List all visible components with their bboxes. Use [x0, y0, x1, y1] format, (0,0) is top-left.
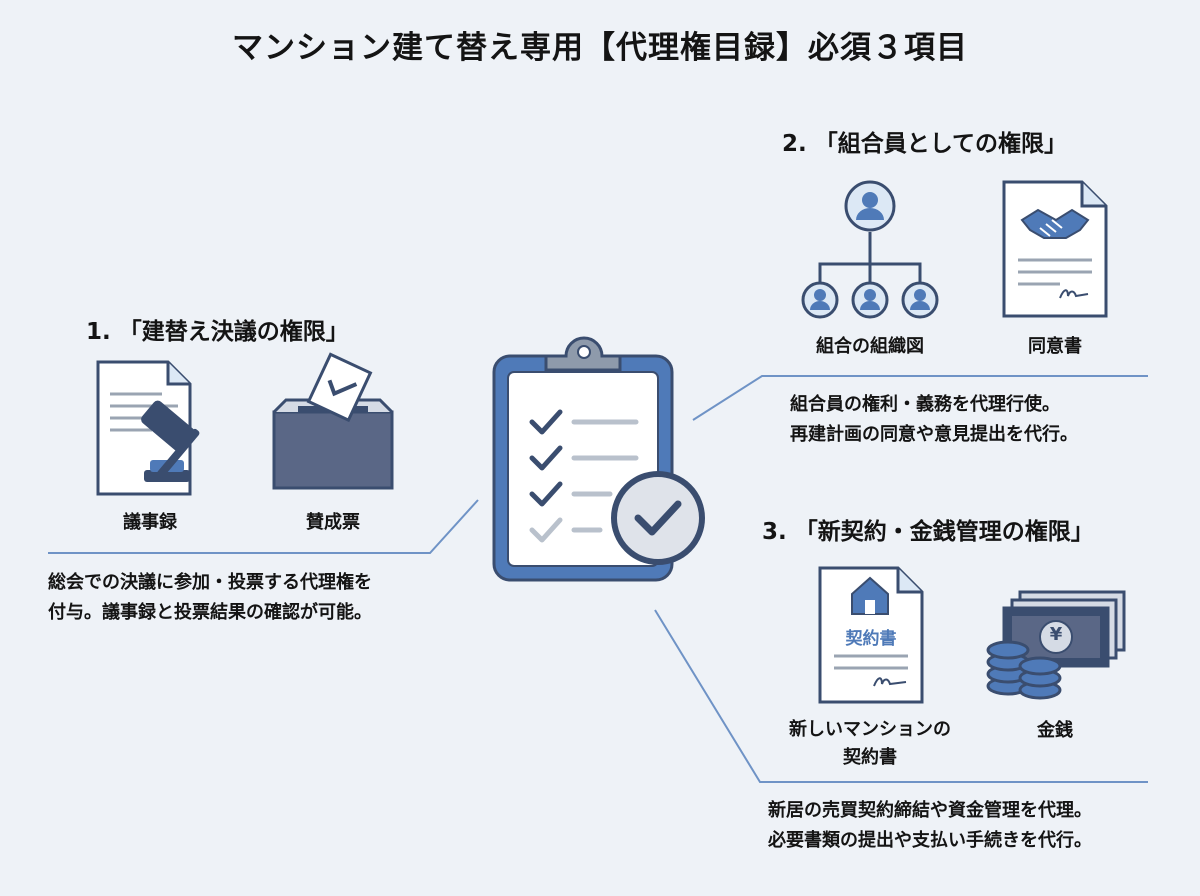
contract-label-line: 新しいマンションの	[789, 719, 951, 740]
contract-document-shape	[818, 566, 924, 704]
section-2-description: 組合員の権利・義務を代理行使。 再建計画の同意や意見提出を代行。	[790, 390, 1078, 450]
money-coins-shape	[986, 590, 1126, 700]
minutes-label: 議事録	[123, 512, 177, 533]
section-3-title: 3. 「新契約・金銭管理の権限」	[762, 519, 1094, 545]
minutes-document-gavel-icon	[96, 360, 200, 496]
ballot-box-icon	[272, 352, 394, 490]
contract-document-house-icon: 契約書	[816, 566, 926, 706]
page-title: マンション建て替え専用【代理権目録】必須３項目	[232, 30, 968, 66]
section-1-description-line: 付与。議事録と投票結果の確認が可能。	[48, 602, 372, 623]
section-1-description: 総会での決議に参加・投票する代理権を 付与。議事録と投票結果の確認が可能。	[48, 568, 372, 628]
money-label: 金銭	[1037, 720, 1073, 741]
org-chart-icon	[801, 180, 939, 319]
section-3-description-line: 必要書類の提出や支払い手続きを代行。	[768, 830, 1092, 851]
section-2-description-line: 組合員の権利・義務を代理行使。	[790, 394, 1060, 415]
ballot-label: 賛成票	[306, 512, 360, 533]
consent-label: 同意書	[1028, 336, 1082, 357]
clipboard-checklist-icon	[492, 336, 705, 582]
section-3-description: 新居の売買契約締結や資金管理を代理。 必要書類の提出や支払い手続きを代行。	[768, 796, 1092, 856]
money-coins-icon: ¥	[984, 586, 1128, 702]
section-2-title: 2. 「組合員としての権限」	[782, 131, 1068, 157]
contract-label: 新しいマンションの 契約書	[760, 716, 980, 772]
consent-document-handshake-icon	[1002, 180, 1108, 318]
section-3-description-line: 新居の売買契約締結や資金管理を代理。	[768, 800, 1092, 821]
yen-symbol: ¥	[1049, 624, 1063, 645]
section-2-description-line: 再建計画の同意や意見提出を代行。	[790, 424, 1078, 445]
contract-label-line: 契約書	[843, 747, 897, 768]
contract-document-text: 契約書	[845, 629, 897, 649]
section-1-title: 1. 「建替え決議の権限」	[86, 319, 349, 345]
org-chart-label: 組合の組織図	[816, 336, 924, 357]
section-1-description-line: 総会での決議に参加・投票する代理権を	[48, 572, 372, 593]
